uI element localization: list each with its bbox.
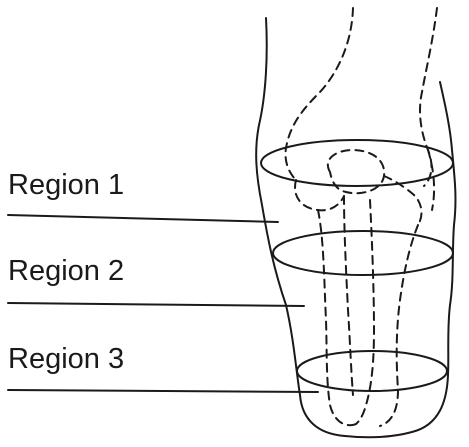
dashed-bone-right bbox=[397, 225, 418, 390]
dashed-bone-left bbox=[318, 210, 356, 425]
region-3-leader bbox=[8, 390, 318, 392]
region-1-label: Region 1 bbox=[8, 171, 124, 200]
region-2-label: Region 2 bbox=[8, 257, 124, 286]
dashed-upper-right bbox=[420, 8, 437, 186]
region-2-leader bbox=[8, 303, 304, 306]
region-2-ellipse bbox=[273, 231, 453, 275]
dashed-upper-left bbox=[285, 8, 353, 180]
dashed-bone-inner-left bbox=[344, 196, 353, 395]
limb-outline-left bbox=[256, 18, 345, 436]
dashed-lower-end bbox=[380, 390, 398, 426]
region-1-ellipse bbox=[261, 140, 453, 186]
limb-outline-right bbox=[345, 82, 455, 437]
region-1-leader bbox=[8, 215, 278, 222]
region-3-label: Region 3 bbox=[8, 345, 124, 374]
